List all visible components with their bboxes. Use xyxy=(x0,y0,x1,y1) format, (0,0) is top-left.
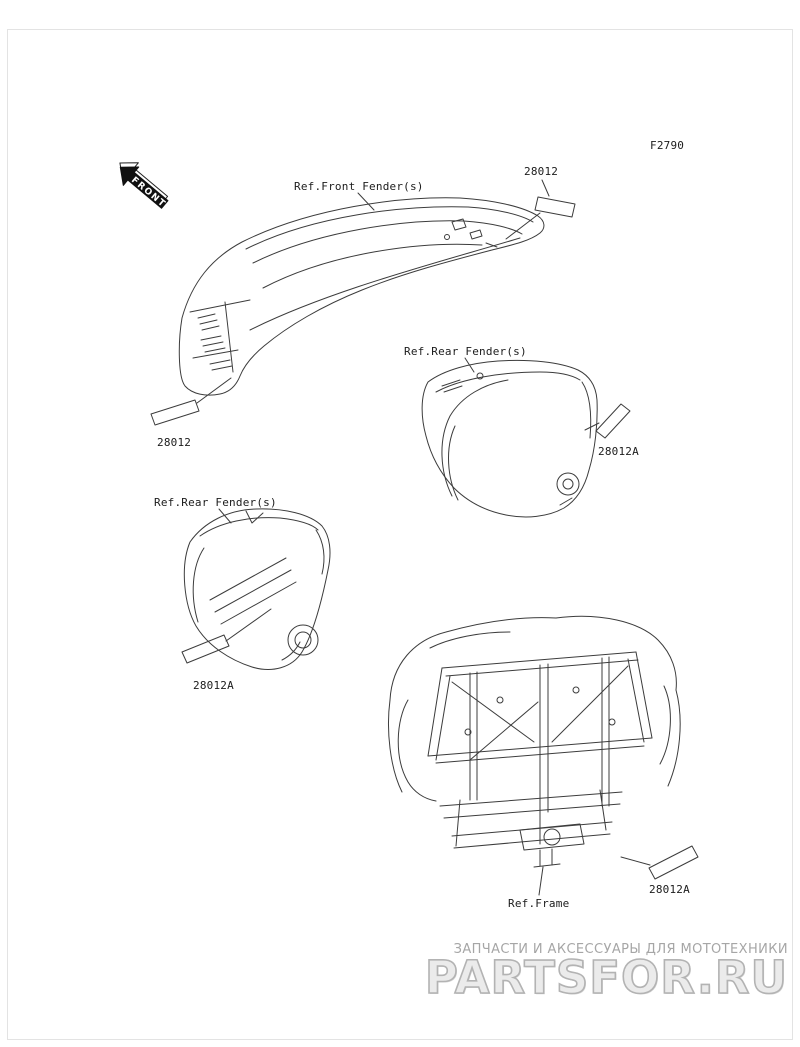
watermark-brand: PARTSFOR.RU xyxy=(424,951,788,1004)
part-number-28012a-frame: 28012A xyxy=(649,883,690,896)
part-number-28012-left: 28012 xyxy=(157,436,192,449)
rear-fender-left-drawing xyxy=(183,508,331,670)
front-fender-drawing xyxy=(178,197,545,396)
watermark-tagline: ЗАПЧАСТИ И АКСЕССУАРЫ ДЛЯ МОТОТЕХНИКИ xyxy=(453,942,788,957)
part-number-28012a-right: 28012A xyxy=(598,445,639,458)
ref-frame-label: Ref.Frame xyxy=(508,897,570,910)
leader-lines xyxy=(196,179,651,896)
rear-fender-right-drawing xyxy=(421,359,598,518)
decal-28012a-left-shape xyxy=(181,634,230,664)
part-number-28012a-left: 28012A xyxy=(193,679,234,692)
decal-28012a-frame-shape xyxy=(648,845,699,880)
ref-rear-fender-right-label: Ref.Rear Fender(s) xyxy=(404,345,527,358)
front-arrow-icon xyxy=(119,166,169,209)
decal-28012-top-shape xyxy=(534,196,576,218)
front-direction-marker: FRONT xyxy=(119,162,169,210)
part-number-28012-top: 28012 xyxy=(524,165,559,178)
watermark: ЗАПЧАСТИ И АКСЕССУАРЫ ДЛЯ МОТОТЕХНИКИ PA… xyxy=(424,942,788,1004)
decal-shapes xyxy=(150,196,699,880)
figure-code: F2790 xyxy=(650,139,685,152)
ref-front-fender-label: Ref.Front Fender(s) xyxy=(294,180,424,193)
decal-28012a-right-shape xyxy=(595,403,631,439)
ref-rear-fender-left-label: Ref.Rear Fender(s) xyxy=(154,496,277,509)
decal-28012-left-shape xyxy=(150,399,200,426)
frame-drawing xyxy=(388,615,681,868)
